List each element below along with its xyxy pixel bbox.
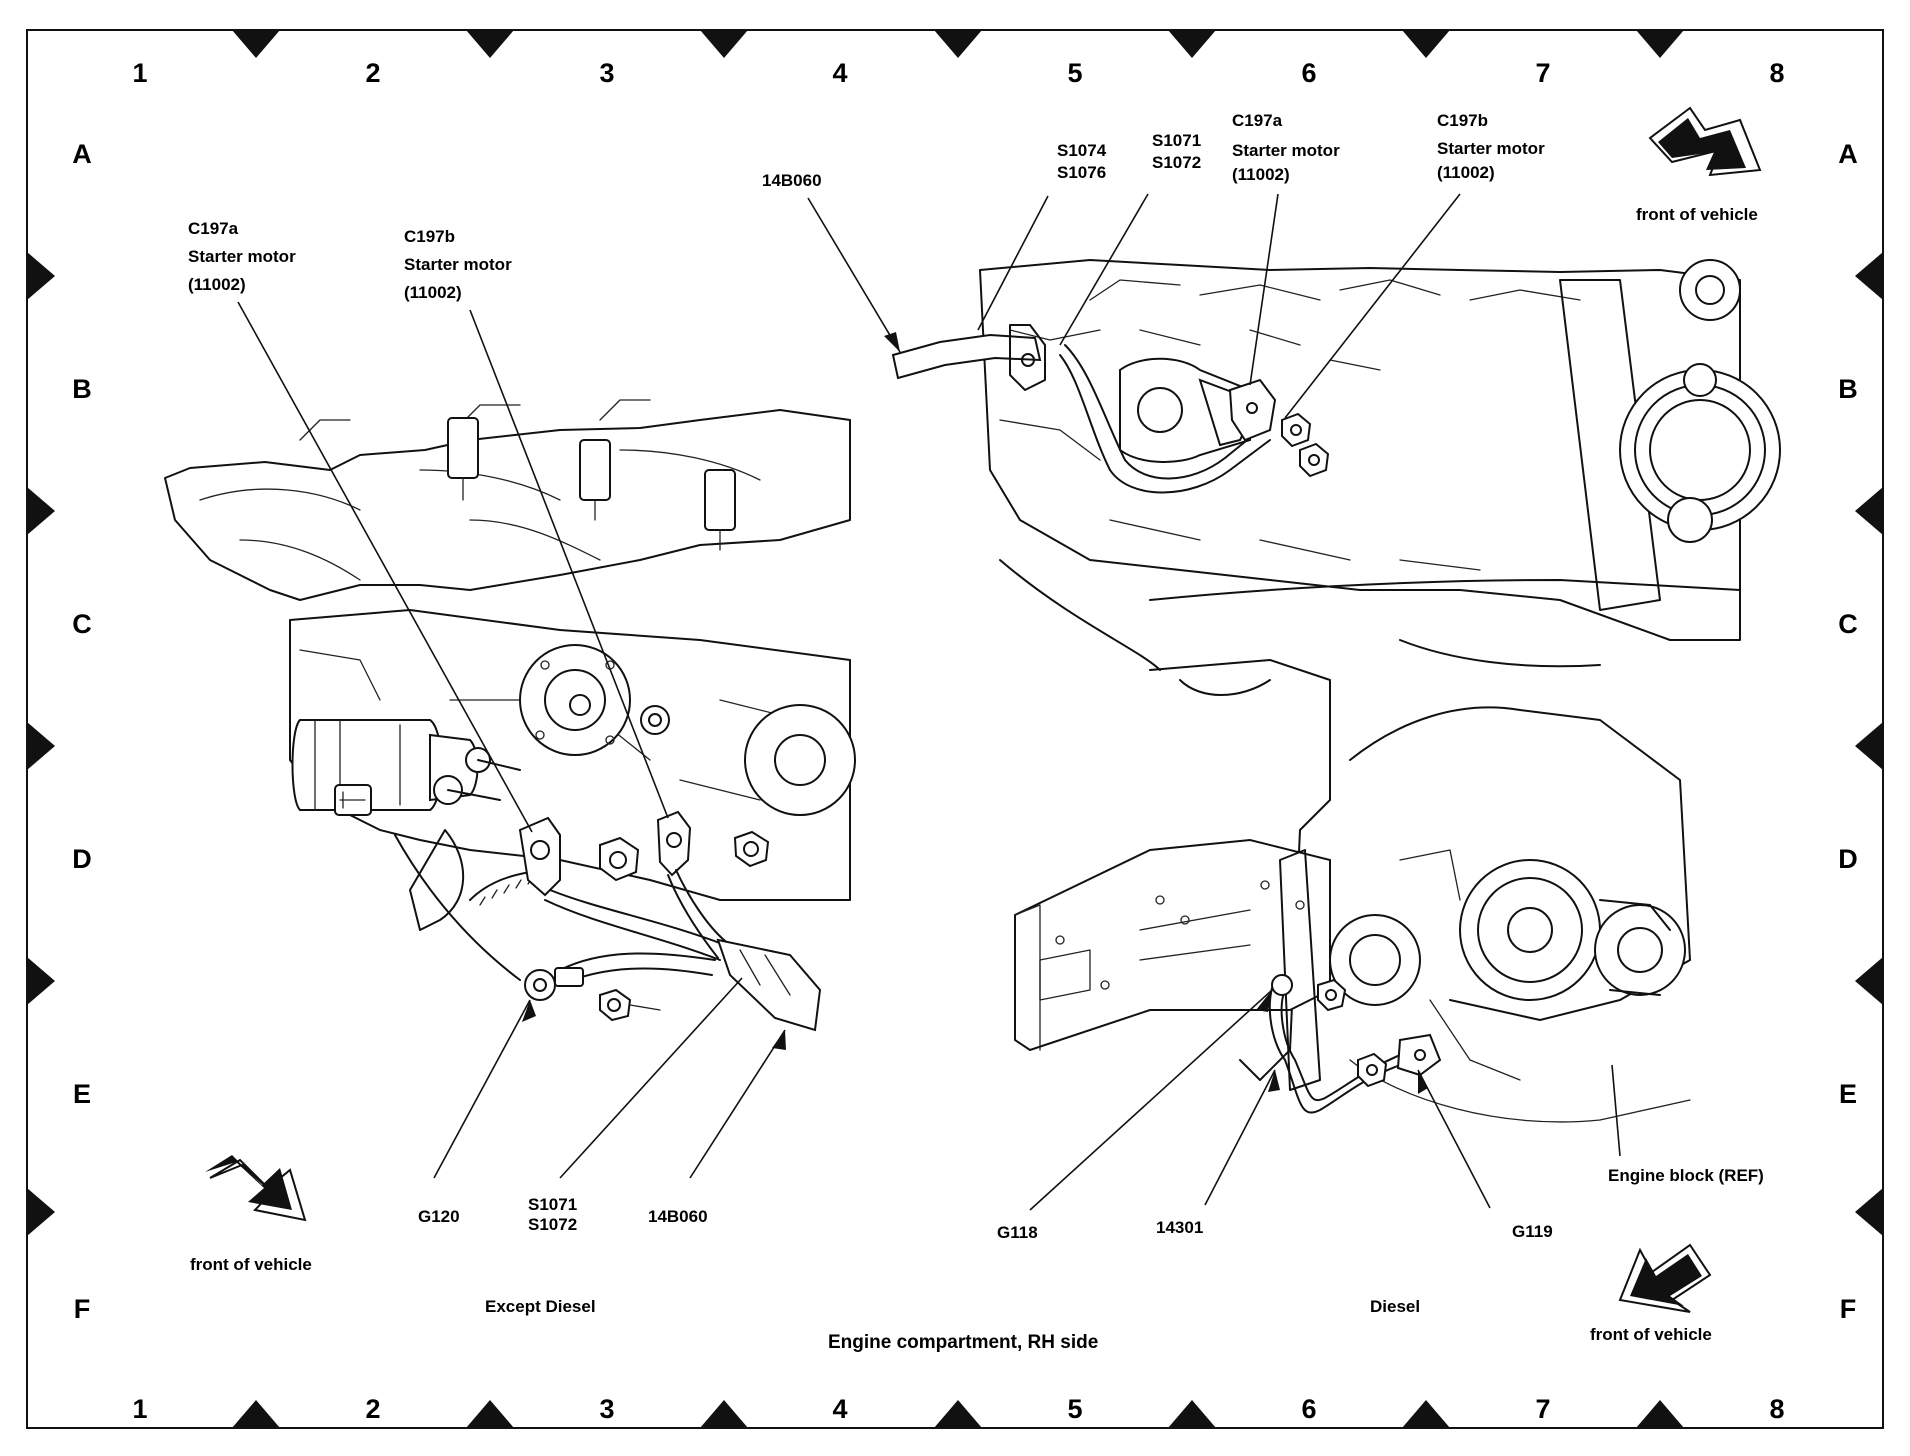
grid-row-a-left: A <box>72 139 92 169</box>
left-leader-lines <box>237 301 786 1179</box>
grid-col-3-bottom: 3 <box>599 1394 614 1424</box>
right-top-front-arrow-icon <box>1648 106 1762 177</box>
left-c197b-id: C197b <box>404 227 455 246</box>
grid-col-5-bottom: 5 <box>1067 1394 1082 1424</box>
grid-col-8-top: 8 <box>1769 58 1784 88</box>
right-g119-label: G119 <box>1512 1222 1553 1241</box>
grid-column-labels-bottom: 1 2 3 4 5 6 7 8 <box>132 1394 1784 1424</box>
grid-row-b-right: B <box>1838 374 1858 404</box>
grid-col-4-top: 4 <box>832 58 847 88</box>
left-engine-illustration <box>164 399 856 1032</box>
left-c197b-part: (11002) <box>404 283 462 302</box>
right-c197b-name: Starter motor <box>1437 139 1545 158</box>
right-engine-block-label: Engine block (REF) <box>1608 1166 1764 1185</box>
grid-row-a-right: A <box>1838 139 1858 169</box>
right-s1074-label: S1074 <box>1057 141 1107 160</box>
grid-col-1-bottom: 1 <box>132 1394 147 1424</box>
left-harness-label: 14B060 <box>648 1207 708 1226</box>
zone-markers <box>27 30 1883 1428</box>
left-c197a-part: (11002) <box>188 275 246 294</box>
grid-col-5-top: 5 <box>1067 58 1082 88</box>
right-c197a-part: (11002) <box>1232 165 1290 184</box>
grid-col-1-top: 1 <box>132 58 147 88</box>
grid-row-f-right: F <box>1840 1294 1857 1324</box>
left-front-arrow-icon <box>205 1155 307 1222</box>
grid-col-2-bottom: 2 <box>365 1394 380 1424</box>
grid-row-labels-right: A B C D E F <box>1838 139 1858 1324</box>
right-c197a-name: Starter motor <box>1232 141 1340 160</box>
right-g118-label: G118 <box>997 1223 1038 1242</box>
grid-column-labels-top: 1 2 3 4 5 6 7 8 <box>132 58 1784 88</box>
left-front-of-vehicle: front of vehicle <box>190 1255 312 1274</box>
right-view-labels: 14B060 S1074 S1076 S1071 S1072 C197a Sta… <box>762 111 1764 1344</box>
grid-row-e-right: E <box>1839 1079 1857 1109</box>
grid-col-6-top: 6 <box>1301 58 1316 88</box>
right-harness-label: 14B060 <box>762 171 822 190</box>
grid-col-8-bottom: 8 <box>1769 1394 1784 1424</box>
right-cable-label: 14301 <box>1156 1218 1203 1237</box>
right-s1076-label: S1076 <box>1057 163 1106 182</box>
grid-row-f-left: F <box>74 1294 91 1324</box>
grid-col-4-bottom: 4 <box>832 1394 847 1424</box>
right-bottom-front-arrow-icon <box>1618 1243 1712 1313</box>
right-leader-lines <box>807 193 1621 1211</box>
right-c197b-part: (11002) <box>1437 163 1495 182</box>
diagram-title: Engine compartment, RH side <box>828 1332 1098 1353</box>
grid-col-7-bottom: 7 <box>1535 1394 1550 1424</box>
left-c197b-name: Starter motor <box>404 255 512 274</box>
right-leader-arrowheads <box>884 332 1428 1094</box>
grid-row-e-left: E <box>73 1079 91 1109</box>
right-c197a-id: C197a <box>1232 111 1283 130</box>
right-s1072-label: S1072 <box>1152 153 1201 172</box>
grid-row-labels-left: A B C D E F <box>72 139 92 1324</box>
grid-col-3-top: 3 <box>599 58 614 88</box>
left-s1072-label: S1072 <box>528 1215 577 1234</box>
left-leader-arrowheads <box>522 1000 786 1050</box>
left-view-labels: C197a Starter motor (11002) C197b Starte… <box>188 219 708 1316</box>
grid-row-b-left: B <box>72 374 92 404</box>
grid-col-2-top: 2 <box>365 58 380 88</box>
right-s1071-label: S1071 <box>1152 131 1201 150</box>
grid-row-d-left: D <box>72 844 92 874</box>
grid-col-6-bottom: 6 <box>1301 1394 1316 1424</box>
left-c197a-name: Starter motor <box>188 247 296 266</box>
left-s1071-label: S1071 <box>528 1195 577 1214</box>
left-c197a-id: C197a <box>188 219 239 238</box>
right-front-of-vehicle-bottom: front of vehicle <box>1590 1325 1712 1344</box>
grid-row-c-left: C <box>72 609 92 639</box>
right-c197b-id: C197b <box>1437 111 1488 130</box>
left-view-caption: Except Diesel <box>485 1297 596 1316</box>
right-engine-illustration <box>891 259 1781 1123</box>
right-front-of-vehicle-top: front of vehicle <box>1636 205 1758 224</box>
grid-col-7-top: 7 <box>1535 58 1550 88</box>
left-g120-label: G120 <box>418 1207 460 1226</box>
grid-row-c-right: C <box>1838 609 1858 639</box>
grid-row-d-right: D <box>1838 844 1858 874</box>
right-view-caption: Diesel <box>1370 1297 1420 1316</box>
